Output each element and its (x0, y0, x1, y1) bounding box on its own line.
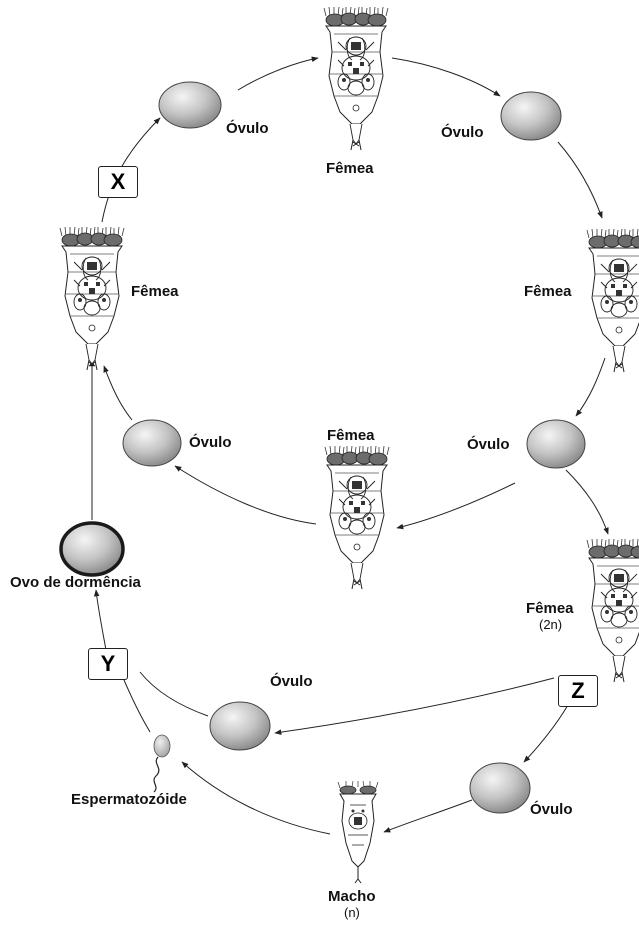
label-femea-center: Fêmea (327, 427, 375, 444)
arrow-femea-right-to-ovulo (576, 358, 605, 416)
label-ovulo-right: Óvulo (467, 436, 510, 453)
label-espermatozoide: Espermatozóide (71, 791, 187, 808)
arrow-ovulo-to-femea-top (238, 58, 318, 90)
rotifer-femea-left (60, 227, 124, 370)
egg-ovulo-bottom (470, 763, 530, 813)
rotifer-femea-top (324, 7, 388, 150)
arrow-femea-center-to-ovulo (175, 466, 316, 524)
rotifer-macho (338, 781, 378, 883)
box-x: X (98, 166, 138, 198)
label-femea-right: Fêmea (524, 283, 572, 300)
box-z: Z (558, 675, 598, 707)
label-macho: Macho (328, 888, 376, 905)
arrow-y-to-dormant (96, 590, 106, 650)
label-femea-left: Fêmea (131, 283, 179, 300)
label-femea-2n: Fêmea (526, 600, 574, 617)
egg-dormant (61, 523, 123, 575)
egg-ovulo-right (527, 420, 585, 468)
label-femea-top: Fêmea (326, 160, 374, 177)
label-ovulo-top-right: Óvulo (441, 124, 484, 141)
sperm-cell (154, 735, 170, 792)
label-ovulo-mid: Óvulo (270, 673, 313, 690)
box-y: Y (88, 648, 128, 680)
arrow-femea-top-to-ovulo (392, 58, 500, 96)
arrow-z-to-ovulo-low (524, 705, 568, 762)
label-ovulo-left: Óvulo (189, 434, 232, 451)
egg-ovulo-left (123, 420, 181, 466)
arrow-ovulo-to-femea-2n (566, 470, 608, 534)
line-sperm-to-y (124, 680, 150, 732)
label-ovo-dormencia: Ovo de dormência (10, 574, 141, 591)
label-ovulo-bottom: Óvulo (530, 801, 573, 818)
label-macho-ploidy: (n) (344, 905, 360, 920)
arrow-ovulo-to-macho (384, 800, 472, 832)
egg-ovulo-top-left (159, 82, 221, 128)
arrow-z-to-ovulo-mid (275, 678, 554, 733)
label-ovulo-top-left: Óvulo (226, 120, 269, 137)
label-femea-2n-ploidy: (2n) (539, 617, 562, 632)
arrow-ovulo-to-femea-center (397, 483, 515, 528)
connector-lines (124, 672, 208, 732)
arrow-macho-to-sperm (182, 762, 330, 834)
line-ovulo-to-y (140, 672, 208, 716)
arrow-ovulo-to-femea-right (558, 142, 602, 218)
rotifer-femea-right (587, 229, 639, 372)
egg-ovulo-top-right (501, 92, 561, 140)
arrow-ovulo-to-femea-left (104, 366, 132, 420)
rotifer-femea-center (325, 446, 389, 589)
egg-ovulo-mid (210, 702, 270, 750)
rotifer-femea-2n (587, 539, 639, 682)
